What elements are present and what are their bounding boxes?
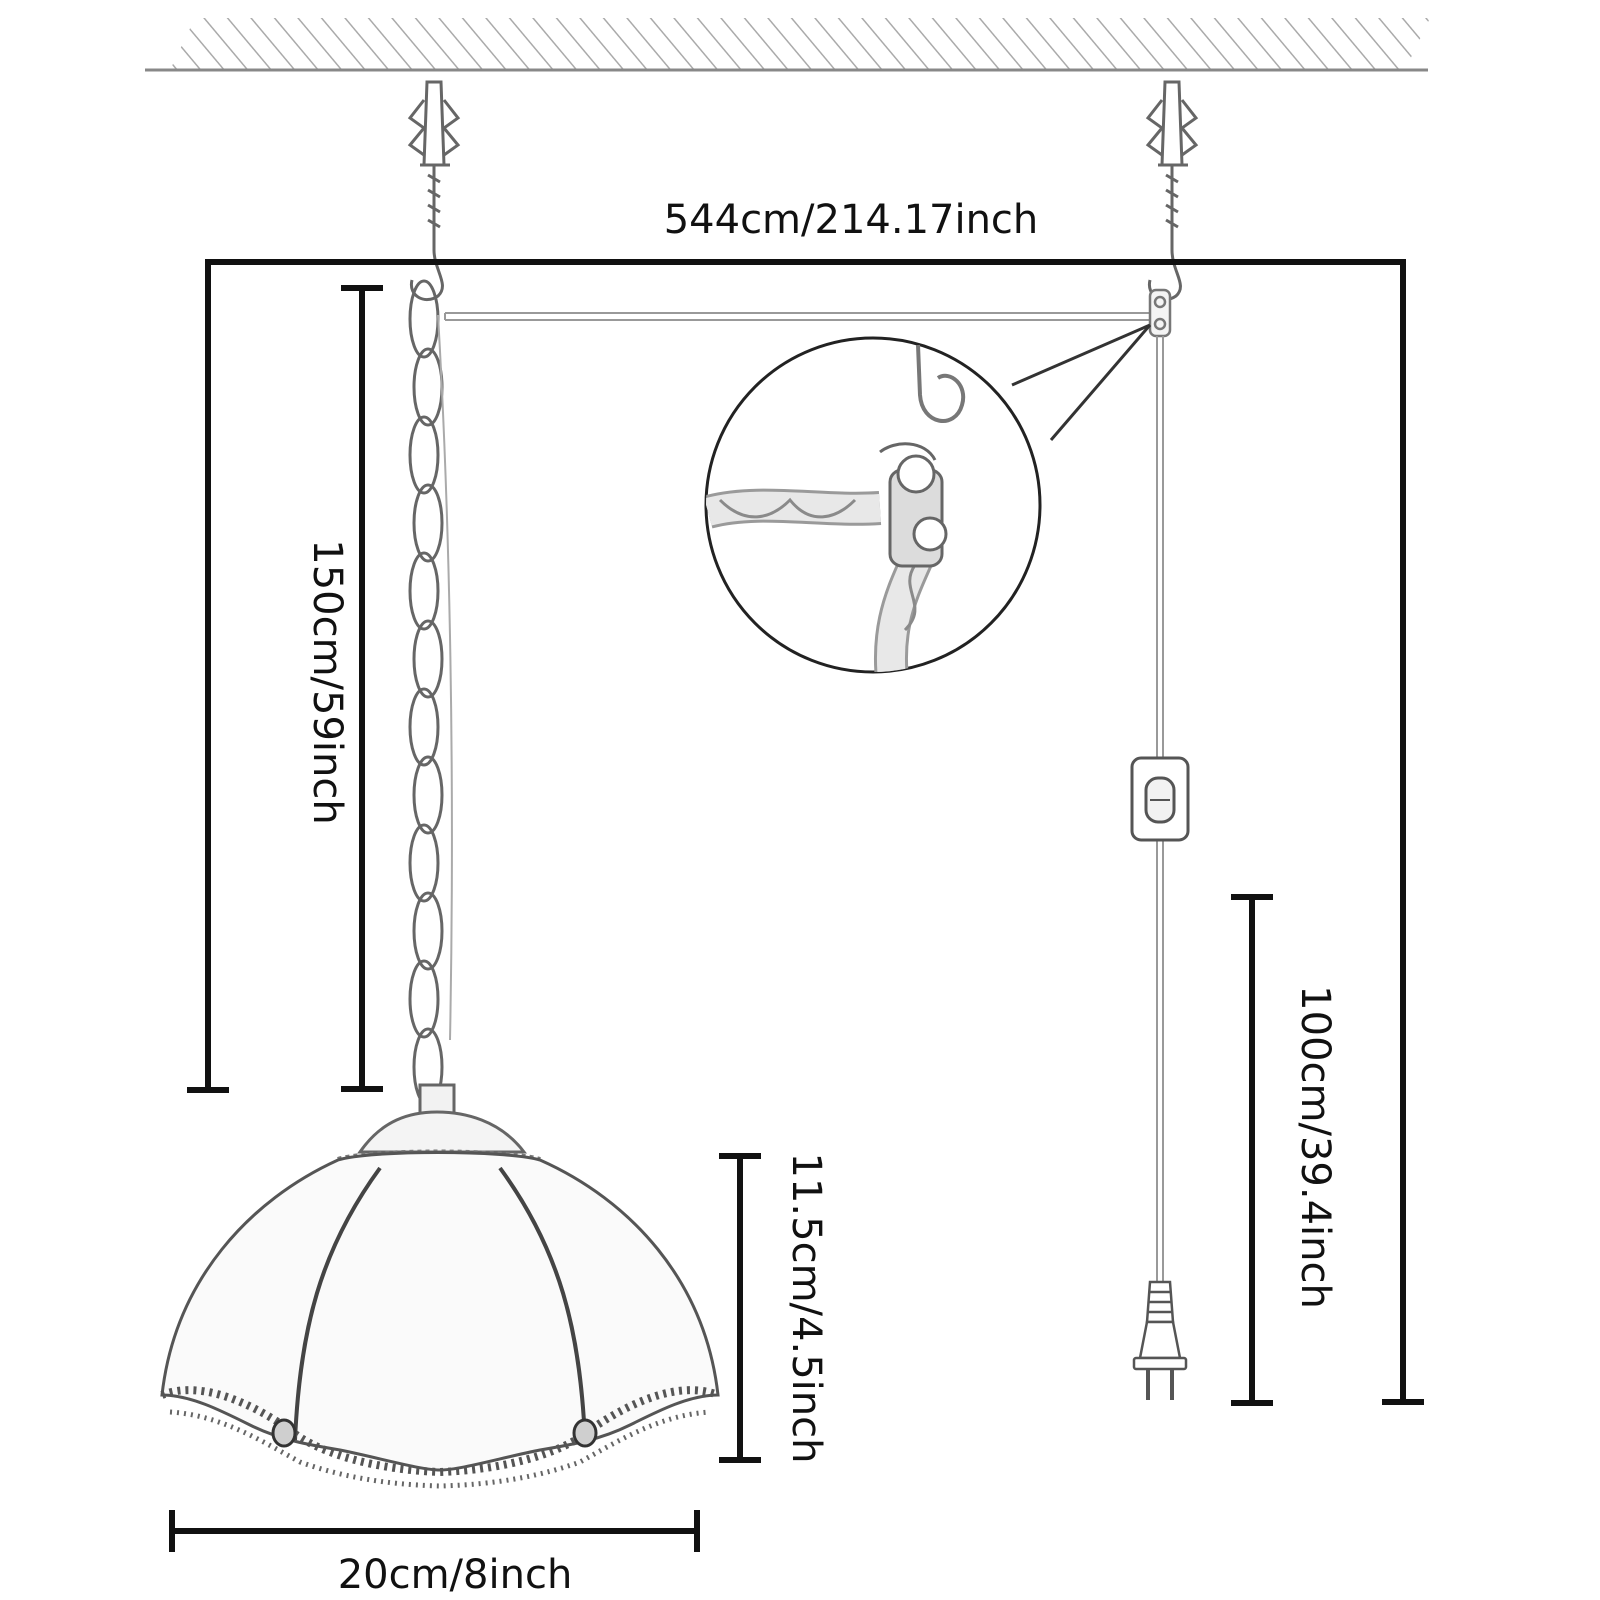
shade-bead-left bbox=[271, 1418, 297, 1448]
inline-switch-icon bbox=[1130, 756, 1190, 842]
wall-anchor-icon bbox=[407, 80, 461, 167]
cord-after-switch-label: 100cm/39.4inch bbox=[1292, 985, 1338, 1309]
magnified-hook-detail bbox=[704, 323, 1152, 674]
total-span-label: 544cm/214.17inch bbox=[664, 197, 1039, 243]
shade-height-label: 11.5cm/4.5inch bbox=[783, 1153, 829, 1464]
chain-link bbox=[408, 823, 440, 903]
shade-height-dimension bbox=[719, 1153, 761, 1463]
chain-link bbox=[412, 891, 444, 971]
shade-width-dimension bbox=[169, 1510, 700, 1552]
chain-link bbox=[408, 959, 440, 1039]
chain-length-dimension bbox=[341, 285, 383, 1092]
wall-anchor-icon bbox=[1145, 80, 1199, 167]
shade-bead-right bbox=[572, 1418, 598, 1448]
cord-clip bbox=[1148, 288, 1172, 338]
cord-after-switch-dimension bbox=[1231, 894, 1273, 1406]
chain-link bbox=[412, 483, 444, 563]
dome-lamp-shade bbox=[160, 1083, 720, 1489]
power-cord bbox=[1156, 336, 1164, 1282]
chain-link bbox=[412, 755, 444, 835]
shade-body bbox=[160, 1151, 720, 1472]
chain-length-label: 150cm/59inch bbox=[304, 539, 350, 825]
two-prong-plug-icon bbox=[1132, 1280, 1188, 1400]
chain-link bbox=[412, 347, 444, 427]
swag-hook-icon bbox=[409, 165, 444, 302]
chain-link bbox=[412, 619, 444, 699]
ceiling-hatch bbox=[170, 18, 1430, 70]
power-cord bbox=[444, 312, 1152, 321]
chain-icon bbox=[408, 279, 444, 1107]
chain-link bbox=[408, 551, 440, 631]
shade-width-label: 20cm/8inch bbox=[338, 1552, 573, 1598]
chain-link bbox=[408, 279, 440, 359]
chain-link bbox=[408, 687, 440, 767]
ceiling bbox=[145, 18, 1430, 72]
chain-link bbox=[408, 415, 440, 495]
chain-cord bbox=[437, 314, 453, 1041]
total-span-dimension bbox=[187, 259, 1424, 1405]
shade-canopy bbox=[357, 1110, 528, 1154]
swag-hook-icon bbox=[1147, 165, 1182, 302]
